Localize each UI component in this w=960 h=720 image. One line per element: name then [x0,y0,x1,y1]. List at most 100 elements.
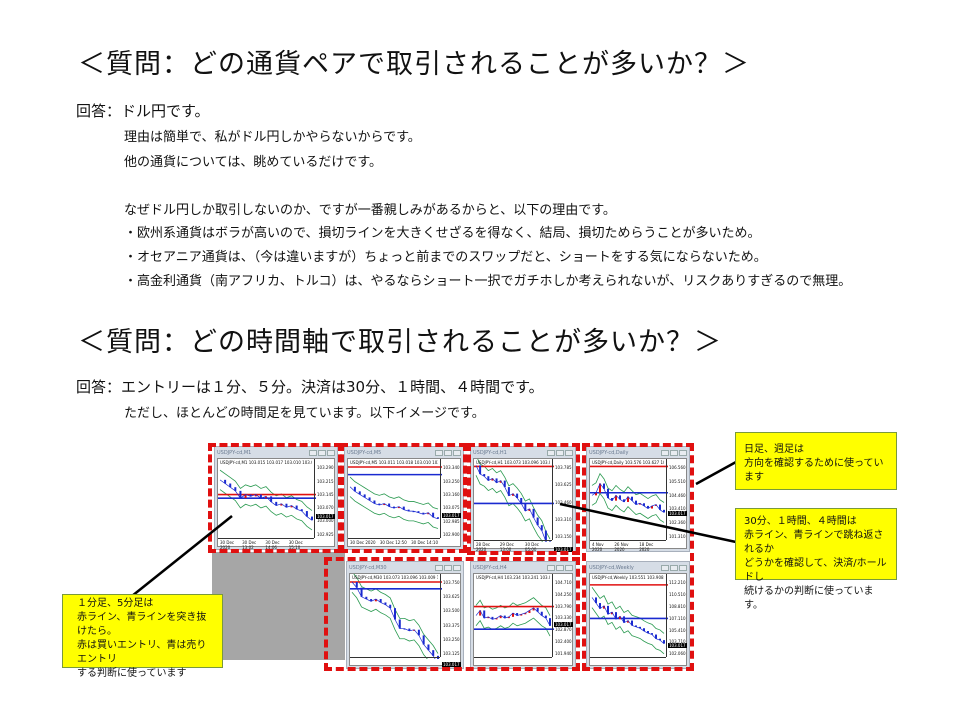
band-line [351,591,428,659]
highlight-frame-m5 [340,443,467,553]
candle [595,597,597,604]
price-plot [348,466,442,529]
close-icon[interactable] [565,449,573,456]
chart-window-m30[interactable]: USDJPY-cd,M30 USDJPY-cd,M30 103.073 103.… [346,561,464,669]
maximize-icon[interactable] [444,449,452,456]
candle [244,494,247,499]
chart-titlebar[interactable]: USDJPY-cd,M30 [347,562,463,573]
candle [495,478,498,483]
callout-line: どうかを確認して、決済/ホールドし [744,558,887,583]
chart-titlebar[interactable]: USDJPY-cd,M1 [215,447,337,458]
candle [528,508,531,512]
minimize-icon[interactable] [661,564,669,571]
highlight-frame-h1 [467,443,580,555]
close-icon[interactable] [453,564,461,571]
chart-body[interactable]: USDJPY-cd,H1 103.073 103.096 103.009 110… [473,458,573,553]
minimize-icon[interactable] [309,449,317,456]
callout-line: 赤は買いエントリ、青は売りエントリ [77,640,207,665]
date-tick: 30 Dec 15:10 [288,540,303,550]
candle [663,640,665,644]
close-icon[interactable] [565,564,573,571]
candle [516,613,519,616]
callout-line: 方向を確認するために使っています [744,458,884,483]
close-icon[interactable] [327,449,335,456]
candle [599,603,601,609]
chart-titlebar[interactable]: USDJPY-cd,H1 [471,447,575,458]
minimize-icon[interactable] [547,564,555,571]
maximize-icon[interactable] [670,564,678,571]
maximize-icon[interactable] [444,564,452,571]
chart-body[interactable]: USDJPY-cd,M30 103.073 103.096 103.009 10… [349,573,461,668]
candle [615,612,617,620]
candle [659,638,661,641]
minimize-icon[interactable] [435,449,443,456]
candle [516,493,519,498]
candle [275,501,278,506]
minimize-icon[interactable] [661,449,669,456]
chart-titlebar[interactable]: USDJPY-cd,M5 [345,447,463,458]
chart-window-h4[interactable]: USDJPY-cd,H4 USDJPY-cd,H4 103.234 103.24… [470,561,576,669]
candle [520,497,523,504]
candle [623,616,625,623]
candle [389,604,392,609]
candle [422,512,425,515]
candle [607,605,609,615]
price-line [351,581,436,659]
chart-title: USDJPY-cd,H4 [473,564,507,571]
price-tick: 103.215 [317,478,334,484]
candle [370,599,373,602]
highlight-frame-m1 [208,443,342,553]
price-tick: 102.925 [317,532,334,537]
answer-2: 回答：エントリーは１分、５分。決済は30分、１時間、４時間です。 [76,378,544,396]
candle [651,633,653,635]
chart-body[interactable]: USDJPY-cd,M1 103.015 103.017 103.010 103… [217,458,335,550]
price-tick: 103.340 [443,465,460,470]
chart-titlebar[interactable]: USDJPY-cd,Weekly [587,562,689,573]
date-tick: 30 Dec 2020 [350,540,376,545]
price-line [475,607,551,626]
maximize-icon[interactable] [556,449,564,456]
candle [483,474,486,477]
candle [611,612,613,615]
price-line [475,465,547,542]
candle [635,625,637,627]
candle [532,607,535,611]
close-icon[interactable] [679,564,687,571]
chart-window-h1[interactable]: USDJPY-cd,H1 USDJPY-cd,H1 103.073 103.09… [470,446,576,553]
candle [422,635,425,645]
chart-titlebar[interactable]: USDJPY-cd,Daily [587,447,689,458]
maximize-icon[interactable] [318,449,326,456]
close-icon[interactable] [679,449,687,456]
candle [540,611,543,616]
candle [437,517,439,519]
date-tick: 30 Dec 14:10 [411,540,438,545]
candle [378,503,381,506]
candle [432,512,435,518]
chart-titlebar[interactable]: USDJPY-cd,H4 [471,562,575,573]
chart-body[interactable]: USDJPY-cd,M5 103.011 103.018 103.010 103… [347,458,461,547]
candle [365,596,368,600]
chart-window-m1[interactable]: USDJPY-cd,M1 USDJPY-cd,M1 103.015 103.01… [214,446,338,550]
price-tick: 103.145 [317,491,334,497]
maximize-icon[interactable] [556,564,564,571]
price-tick: 102.870 [555,627,572,633]
time-axis [590,657,666,665]
maximize-icon[interactable] [670,449,678,456]
candle [368,497,371,501]
price-tick: 103.160 [443,492,460,498]
current-price-label: 103.017 [668,643,687,649]
minimize-icon[interactable] [435,564,443,571]
candle [479,610,482,616]
price-tick: 103.710 [669,639,686,645]
close-icon[interactable] [453,449,461,456]
minimize-icon[interactable] [547,449,555,456]
price-tick: 108.810 [669,603,686,609]
answer-1-line: ・高金利通貨（南アフリカ、トルコ）は、やるならショート一択でガチホしか考えられな… [124,274,852,289]
candle [623,499,625,502]
chart-window-weekly[interactable]: USDJPY-cd,Weekly USDJPY-cd,Weekly 103.55… [586,561,690,669]
